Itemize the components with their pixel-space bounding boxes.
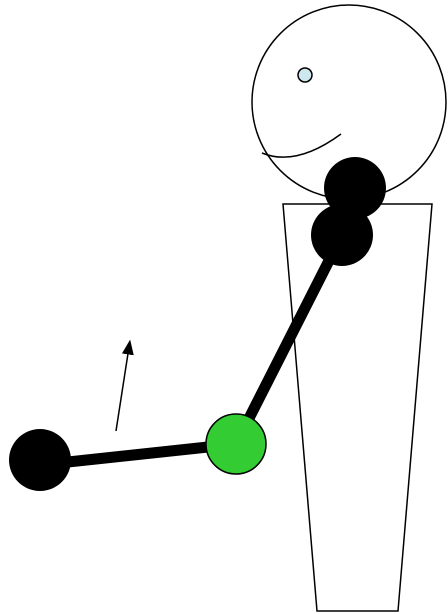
body-trapezoid (283, 204, 432, 611)
end-effector-joint (9, 429, 71, 491)
motion-direction-arrow (116, 347, 129, 431)
elbow-joint (206, 414, 266, 474)
eye (298, 68, 312, 82)
shoulder-joint (311, 204, 373, 266)
